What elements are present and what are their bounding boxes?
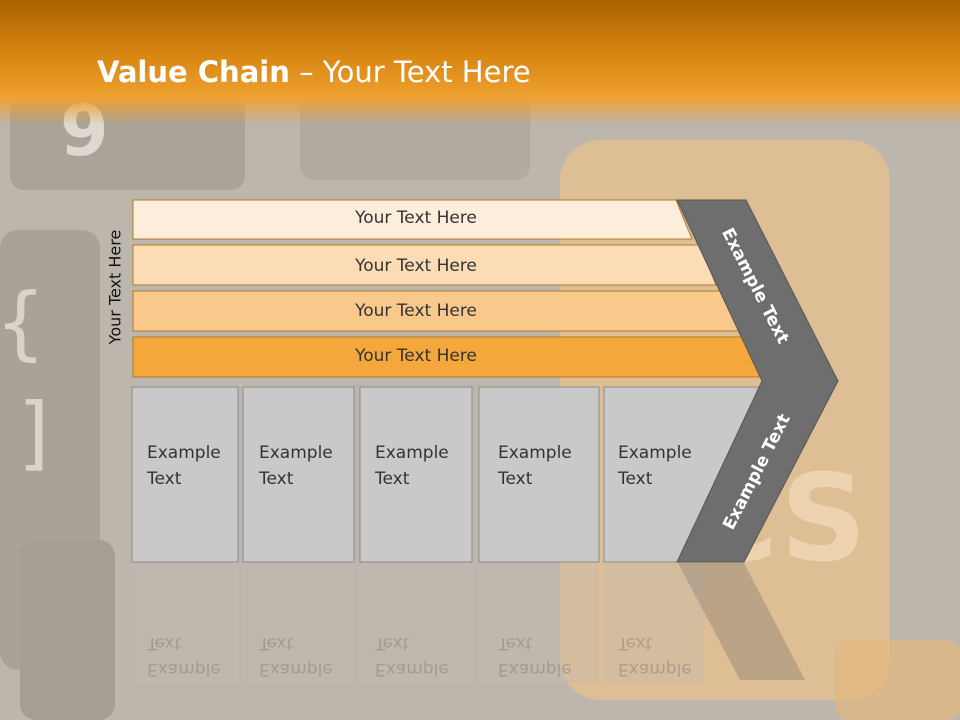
column-1 — [131, 386, 239, 563]
bar-4-label: Your Text Here — [355, 346, 477, 366]
chevron-arrow — [676, 199, 839, 563]
bar-3-label: Your Text Here — [355, 301, 477, 321]
svg-text:{: { — [0, 276, 46, 369]
bar-2-label: Your Text Here — [355, 256, 477, 276]
column-2 — [242, 386, 355, 563]
title-bold: Value Chain — [97, 55, 290, 89]
header-band — [0, 0, 960, 125]
column-3 — [359, 386, 473, 563]
bar-1-label: Your Text Here — [355, 208, 477, 228]
title-rest: – Your Text Here — [289, 55, 531, 89]
bar-2 — [132, 244, 717, 286]
column-4 — [478, 386, 600, 563]
bar-1 — [132, 199, 693, 240]
slide-title: Value Chain – Your Text Here — [97, 55, 531, 89]
svg-text:]: ] — [18, 386, 49, 479]
